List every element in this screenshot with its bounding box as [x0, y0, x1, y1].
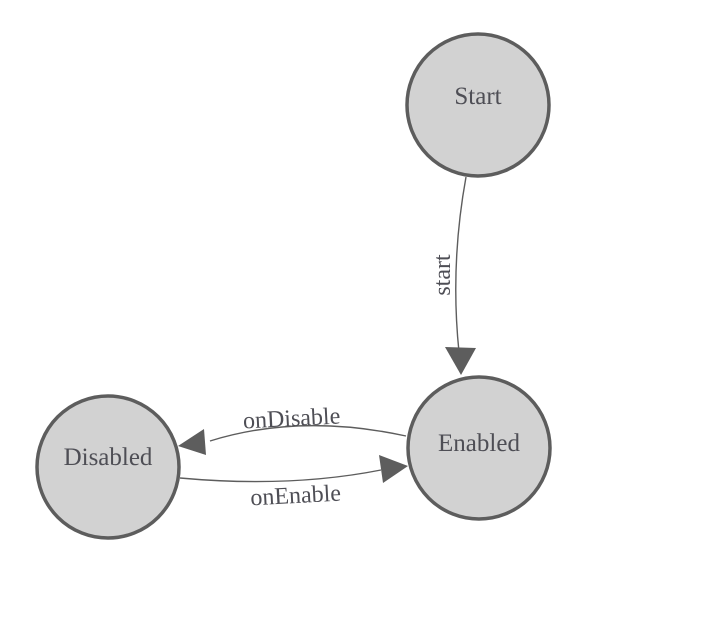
edge-label-ondisable: onDisable	[242, 403, 341, 434]
edge-start-to-enabled: start	[430, 176, 476, 375]
state-label-disabled: Disabled	[64, 444, 153, 471]
arrowhead-icon	[178, 429, 206, 455]
edge-label-start: start	[430, 254, 456, 296]
transition-line-onenable[interactable]	[179, 469, 382, 483]
state-circle-enabled[interactable]	[406, 375, 552, 521]
state-circle-start[interactable]	[405, 32, 551, 178]
transition-line-start[interactable]	[455, 176, 467, 353]
arrowhead-icon	[445, 347, 476, 375]
edge-label-onenable: onEnable	[250, 481, 342, 512]
state-label-start: Start	[454, 83, 501, 110]
state-circle-disabled[interactable]	[35, 394, 181, 540]
state-node-enabled: Enabled	[406, 375, 552, 521]
state-node-disabled: Disabled	[35, 394, 181, 540]
edge-disabled-to-enabled: onEnable	[179, 455, 408, 512]
transition-line-ondisable[interactable]	[209, 424, 407, 442]
edge-enabled-to-disabled: onDisable	[178, 403, 407, 455]
state-node-start: Start	[405, 32, 551, 178]
state-label-enabled: Enabled	[438, 430, 520, 457]
arrowhead-icon	[379, 455, 408, 483]
